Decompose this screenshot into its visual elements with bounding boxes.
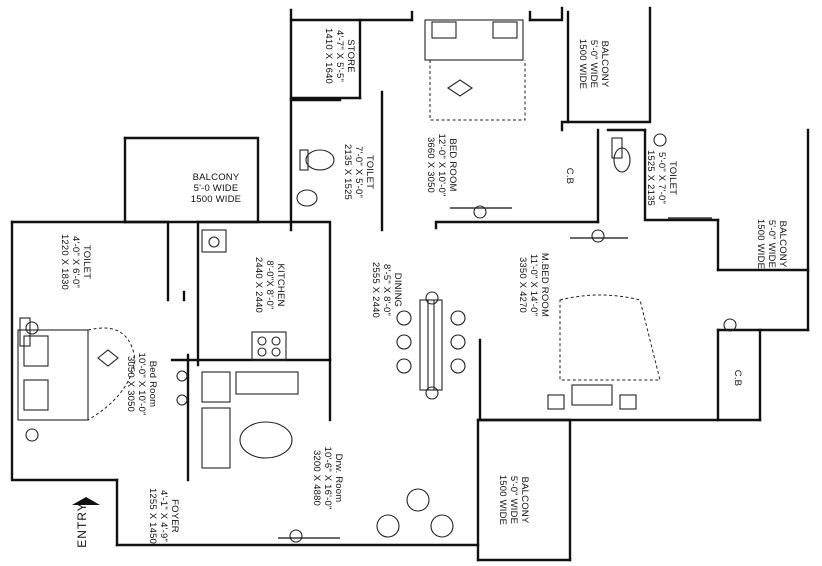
svg-text:3200 X 4880: 3200 X 4880 <box>311 450 322 506</box>
svg-text:BED ROOM: BED ROOM <box>447 138 458 191</box>
svg-text:Drw. Room: Drw. Room <box>333 454 344 503</box>
svg-text:1500 WIDE: 1500 WIDE <box>577 39 588 89</box>
svg-text:11'-0" X 14'-0": 11'-0" X 14'-0" <box>528 254 539 316</box>
svg-text:3660 X 3050: 3660 X 3050 <box>425 137 436 193</box>
svg-text:BALCONY: BALCONY <box>777 221 788 268</box>
svg-text:Bed Room: Bed Room <box>147 361 158 407</box>
room-label-toilet-right: TOILET 5'-0" X 7'-0" 1525 X 2135 <box>645 150 678 206</box>
room-label-dining: DINING 8'-5" X 8'-0" 2555 X 2440 <box>370 262 403 318</box>
svg-text:3050 X 3050: 3050 X 3050 <box>125 356 136 412</box>
svg-text:KITCHEN: KITCHEN <box>275 263 286 306</box>
cb-label-bottom: C.B <box>732 370 743 386</box>
svg-text:BALCONY: BALCONY <box>193 172 240 183</box>
svg-text:5'-0" WIDE: 5'-0" WIDE <box>588 40 599 88</box>
svg-text:5'-0" WIDE: 5'-0" WIDE <box>766 220 777 268</box>
room-label-toilet-left: TOILET 4'-0" X 6'-0" 1220 X 1830 <box>59 234 92 290</box>
svg-text:12'-0" X 10'-0": 12'-0" X 10'-0" <box>436 133 447 196</box>
room-label-bed-room-1: BED ROOM 12'-0" X 10'-0" 3660 X 3050 <box>425 133 458 196</box>
svg-text:FOYER: FOYER <box>169 499 180 533</box>
svg-text:STORE: STORE <box>345 39 356 73</box>
room-label-toilet-mid: TOILET 7'-0" X 5'-0" 2135 X 1525 <box>342 144 375 200</box>
svg-text:DINING: DINING <box>392 273 403 307</box>
svg-text:8'-5" X 8'-0": 8'-5" X 8'-0" <box>381 264 392 316</box>
svg-text:10'-6" X 16'-0": 10'-6" X 16'-0" <box>322 446 333 509</box>
svg-text:BALCONY: BALCONY <box>599 41 610 88</box>
svg-text:3350 X 4270: 3350 X 4270 <box>517 257 528 313</box>
svg-text:1500 WIDE: 1500 WIDE <box>497 475 508 525</box>
svg-text:C.B: C.B <box>564 168 575 184</box>
svg-text:4'-7" X 5'-5": 4'-7" X 5'-5" <box>334 30 345 82</box>
svg-text:4'-0" X 6'-0": 4'-0" X 6'-0" <box>70 236 81 288</box>
entry-label: ENTRY <box>75 502 89 547</box>
svg-text:M.BED ROOM: M.BED ROOM <box>539 253 550 317</box>
svg-text:TOILET: TOILET <box>364 155 375 189</box>
svg-text:BALCONY: BALCONY <box>519 477 530 524</box>
svg-text:TOILET: TOILET <box>667 161 678 195</box>
room-label-balcony-bottom: BALCONY 5'-0" WIDE 1500 WIDE <box>497 475 530 525</box>
svg-text:2555 X 2440: 2555 X 2440 <box>370 262 381 318</box>
room-label-store: STORE 4'-7" X 5'-5" 1410 X 1640 <box>323 28 356 84</box>
svg-text:1525 X 2135: 1525 X 2135 <box>645 150 656 206</box>
svg-text:5'-0" X 7'-0": 5'-0" X 7'-0" <box>656 152 667 204</box>
room-label-bed-room-2: Bed Room 10'-0" X 10'-0" 3050 X 3050 <box>125 352 158 415</box>
room-label-balcony-left: BALCONY 5'-0 WIDE 1500 WIDE <box>191 172 241 205</box>
svg-text:C.B: C.B <box>732 370 743 386</box>
svg-text:1255 X 1450: 1255 X 1450 <box>147 488 158 544</box>
svg-text:5'-0 WIDE: 5'-0 WIDE <box>194 183 239 194</box>
svg-text:4'-1" X 4'-9": 4'-1" X 4'-9" <box>158 490 169 542</box>
svg-text:1500 WIDE: 1500 WIDE <box>191 194 241 205</box>
cb-label-top: C.B <box>564 168 575 184</box>
room-label-foyer: FOYER 4'-1" X 4'-9" 1255 X 1450 <box>147 488 180 544</box>
room-label-balcony-right: BALCONY 5'-0" WIDE 1500 WIDE <box>755 219 788 269</box>
svg-text:TOILET: TOILET <box>81 245 92 279</box>
svg-text:7'-0" X 5'-0": 7'-0" X 5'-0" <box>353 146 364 198</box>
room-label-m-bed-room: M.BED ROOM 11'-0" X 14'-0" 3350 X 4270 <box>517 253 550 317</box>
svg-text:1220 X 1830: 1220 X 1830 <box>59 234 70 290</box>
svg-text:1410 X 1640: 1410 X 1640 <box>323 28 334 84</box>
room-label-balcony-top: BALCONY 5'-0" WIDE 1500 WIDE <box>577 39 610 89</box>
walls <box>10 6 810 562</box>
furniture <box>17 19 737 543</box>
svg-text:2135 X 1525: 2135 X 1525 <box>342 144 353 200</box>
svg-text:5'-0" WIDE: 5'-0" WIDE <box>508 476 519 524</box>
svg-text:1500 WIDE: 1500 WIDE <box>755 219 766 269</box>
room-label-drw-room: Drw. Room 10'-6" X 16'-0" 3200 X 4880 <box>311 446 344 509</box>
svg-text:10'-0" X 10'-0": 10'-0" X 10'-0" <box>136 352 147 415</box>
entry-marker: ENTRY <box>72 497 100 548</box>
svg-text:8'-0"X 8'-0": 8'-0"X 8'-0" <box>264 260 275 309</box>
room-label-kitchen: KITCHEN 8'-0"X 8'-0" 2440 X 2440 <box>253 257 286 313</box>
svg-text:2440 X 2440: 2440 X 2440 <box>253 257 264 313</box>
entry-arrow-icon <box>72 497 100 505</box>
